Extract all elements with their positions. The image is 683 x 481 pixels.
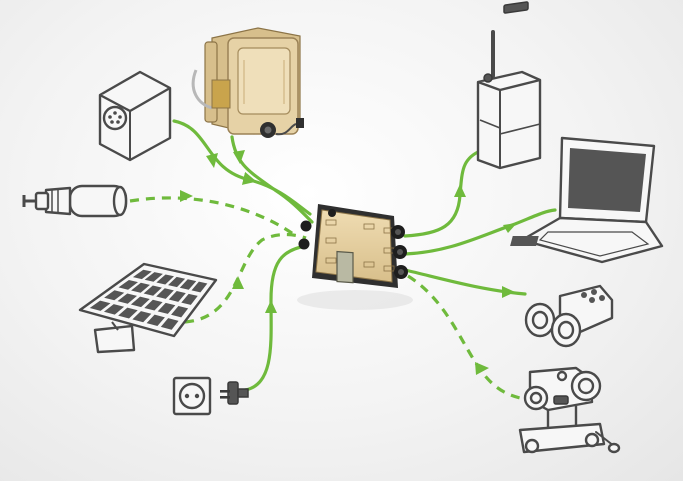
hub-port-mark <box>325 237 337 244</box>
cable-power-supply <box>172 119 312 216</box>
cable-field-radio <box>403 150 480 238</box>
laptop-icon <box>510 136 664 264</box>
solar-cell <box>179 279 197 290</box>
hub-port-mark <box>383 265 395 272</box>
solar-cell <box>118 280 138 290</box>
wall-outlet-plug-icon <box>172 376 249 416</box>
solar-cell <box>168 276 186 288</box>
solar-cell <box>130 296 150 308</box>
power-manager-hub-icon <box>297 204 413 310</box>
solar-cell <box>191 281 208 293</box>
solar-cell <box>132 269 152 280</box>
solar-cell <box>144 272 163 282</box>
arrow-power-supply <box>206 153 218 168</box>
robot-icon <box>518 366 621 454</box>
solar-panel-icon <box>78 262 218 354</box>
field-radio-icon <box>476 1 542 170</box>
rugged-battery-pack-icon <box>191 27 304 138</box>
solar-cell <box>181 293 198 305</box>
solar-cell <box>156 274 174 285</box>
solar-cell-grid <box>89 269 208 330</box>
hub-port-mark <box>325 219 337 226</box>
solar-cell <box>168 291 186 302</box>
arrow-field-radio <box>454 184 466 197</box>
solar-cell <box>143 285 162 296</box>
hub-port-mark <box>325 257 337 264</box>
solar-cell <box>89 300 111 311</box>
solar-cell <box>157 302 176 314</box>
cables <box>129 119 557 400</box>
solar-cell <box>146 314 165 327</box>
power-supply-unit-icon <box>98 70 172 162</box>
solar-cell <box>132 311 152 323</box>
solar-cell <box>118 307 138 319</box>
hub-port-mark <box>363 223 375 230</box>
arrow-solar-panel <box>232 276 244 289</box>
solar-cell <box>104 290 125 301</box>
solar-cell <box>160 318 179 330</box>
cable-wall-outlet <box>243 244 308 392</box>
arrow-laptop <box>503 223 517 233</box>
arrow-vehicle-adapter <box>180 190 193 202</box>
cable-solar-panel <box>184 232 307 324</box>
hub-port-mark <box>363 261 375 268</box>
vehicle-power-adapter-icon <box>22 184 128 218</box>
solar-cell <box>144 299 163 311</box>
solar-cell <box>171 305 189 318</box>
arrow-wall-outlet <box>265 300 277 313</box>
solar-cell <box>156 288 174 299</box>
cable-robot <box>407 274 521 400</box>
cable-vehicle-adapter <box>129 196 297 238</box>
night-vision-binoculars-icon <box>524 284 614 348</box>
arrow-battery-pack <box>233 150 245 164</box>
arrow-robot <box>475 362 489 375</box>
solar-cell <box>103 304 125 315</box>
arrowheads <box>180 150 517 375</box>
solar-cell <box>131 282 150 293</box>
arrow-binoculars <box>502 286 515 298</box>
solar-cell <box>117 293 138 304</box>
